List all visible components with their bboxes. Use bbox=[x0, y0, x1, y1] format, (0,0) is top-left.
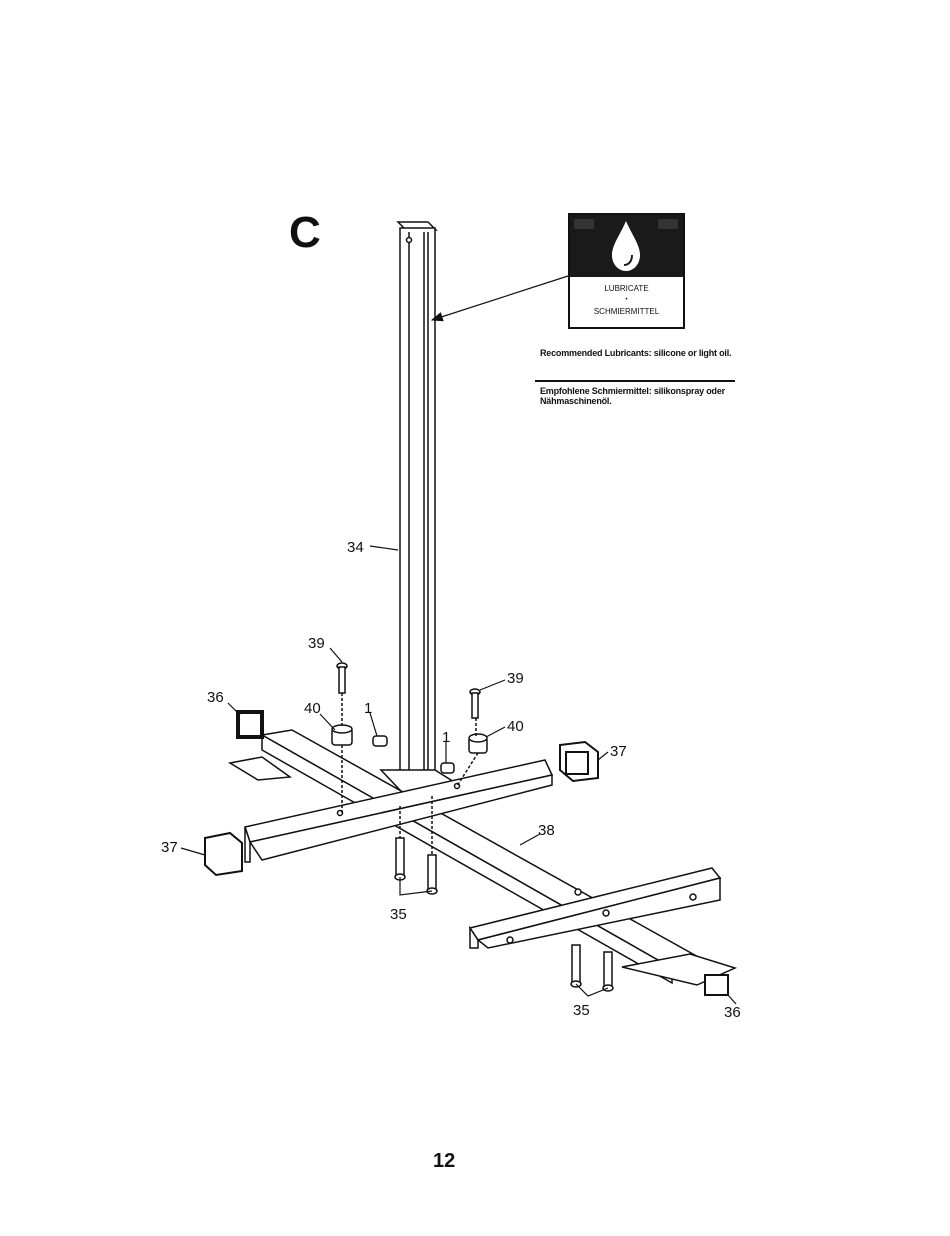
upright-post bbox=[398, 222, 436, 783]
callout-40-right: 40 bbox=[507, 718, 524, 735]
base-frame bbox=[245, 730, 720, 983]
callout-35-left: 35 bbox=[390, 906, 407, 923]
callout-36-left: 36 bbox=[207, 689, 224, 706]
callout-1-left: 1 bbox=[364, 700, 372, 717]
callout-37-left: 37 bbox=[161, 839, 178, 856]
callout-38: 38 bbox=[538, 822, 555, 839]
callout-34: 34 bbox=[347, 539, 364, 556]
callout-35-right: 35 bbox=[573, 1002, 590, 1019]
callout-37-right: 37 bbox=[610, 743, 627, 760]
callout-1-right: 1 bbox=[442, 729, 450, 746]
callout-40-left: 40 bbox=[304, 700, 321, 717]
page-number: 12 bbox=[433, 1150, 455, 1173]
callout-39-right: 39 bbox=[507, 670, 524, 687]
callout-39-left: 39 bbox=[308, 635, 325, 652]
callout-36-right: 36 bbox=[724, 1004, 741, 1021]
